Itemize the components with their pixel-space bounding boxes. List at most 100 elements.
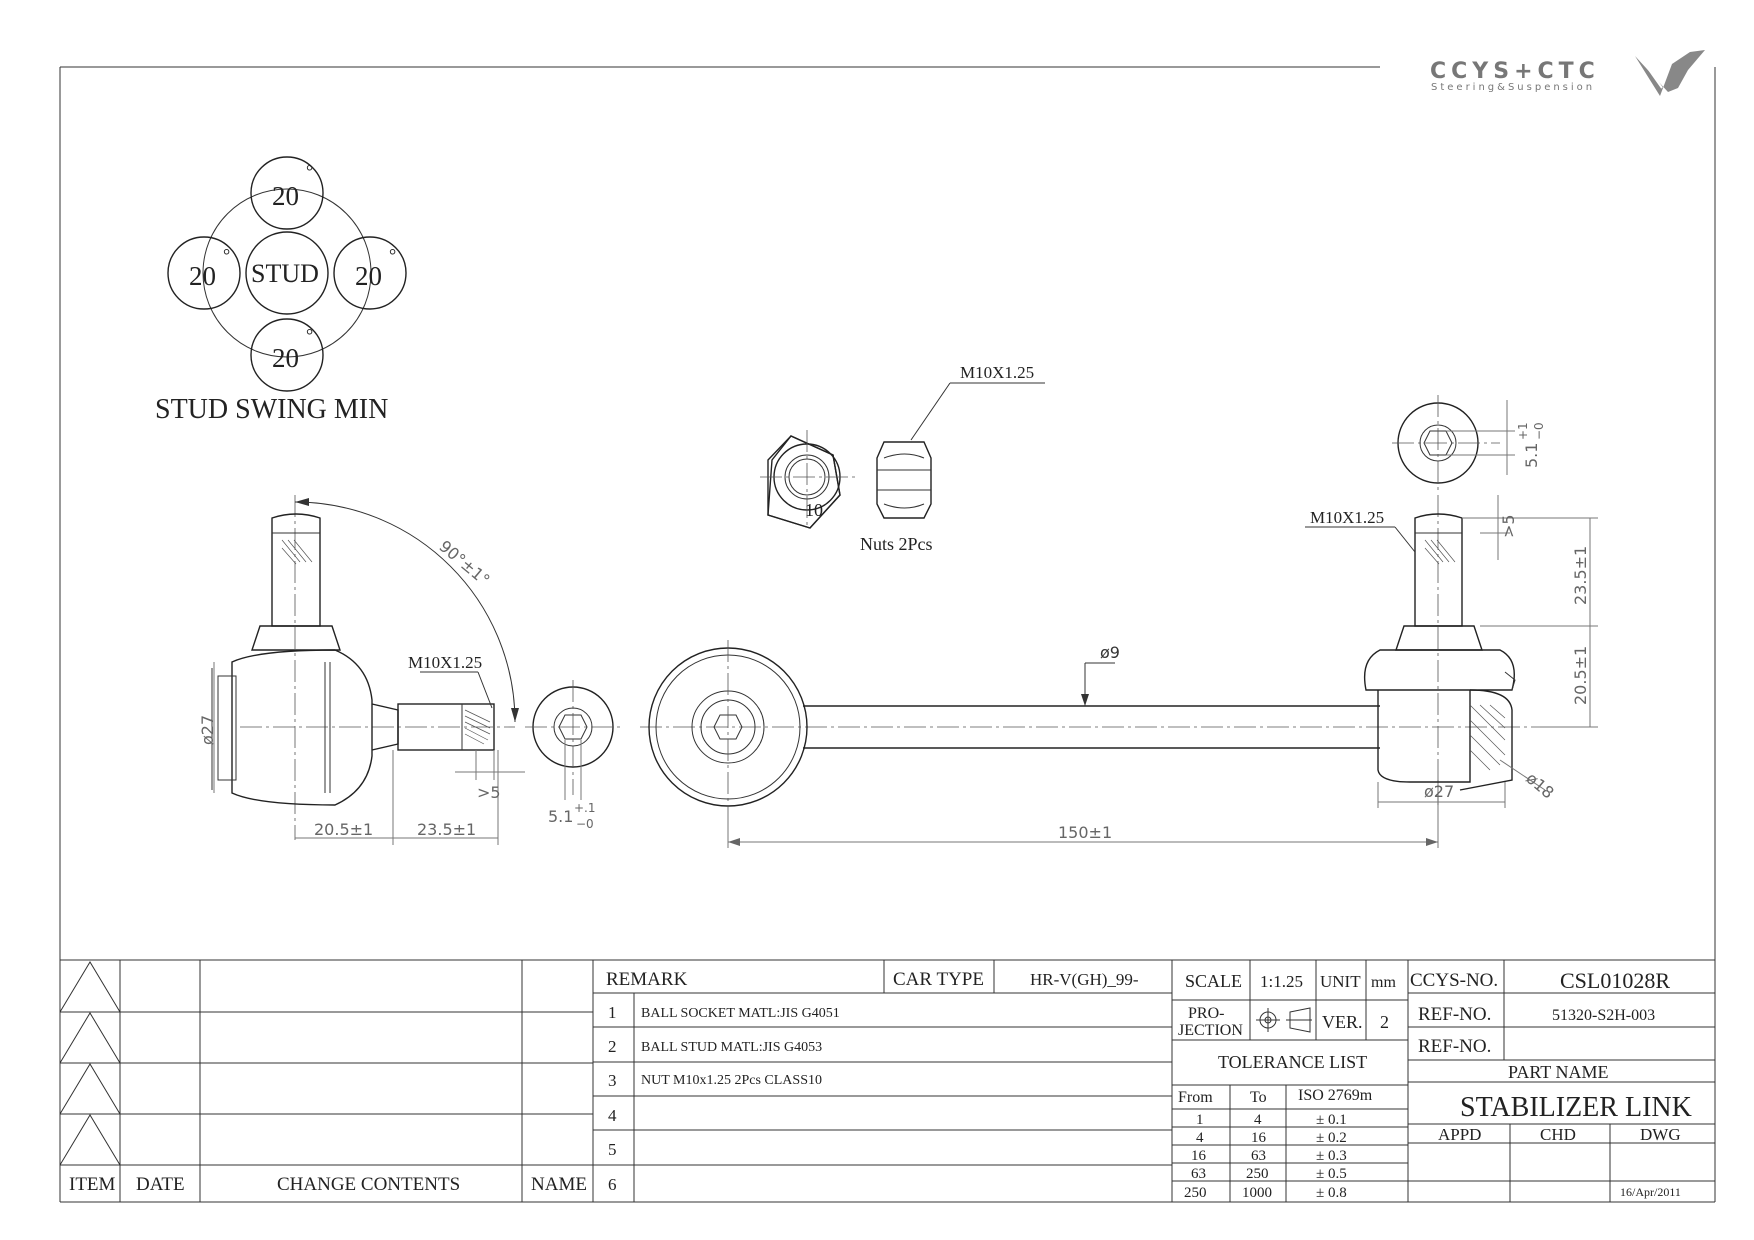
svg-text:2: 2 xyxy=(608,1037,617,1056)
swing-bottom-value: 20 xyxy=(272,343,299,373)
left-ball-joint-view: M10X1.25 90°±1° ø27 20.5±1 23.5±1 >5 xyxy=(198,495,525,845)
remark-2: BALL STUD MATL:JIS G4053 xyxy=(641,1040,822,1055)
svg-text:To: To xyxy=(1250,1089,1267,1106)
svg-text:63: 63 xyxy=(1251,1148,1266,1164)
right-dia18: ø18 xyxy=(1522,769,1557,803)
svg-text:°: ° xyxy=(306,325,313,345)
nut-size-label: 10 xyxy=(805,500,823,520)
svg-text:4: 4 xyxy=(1254,1112,1262,1128)
right-ball-joint-view: M10X1.25 23.5±1 20.5±1 >5 ø27 ø18 xyxy=(1305,495,1598,808)
logo-mark-icon xyxy=(1635,50,1705,96)
link-main-view: ø9 150±1 xyxy=(640,640,1540,848)
link-length-label: 150±1 xyxy=(1058,823,1112,842)
projection-label-1: PRO- xyxy=(1188,1005,1224,1022)
rev-header-change: CHANGE CONTENTS xyxy=(277,1174,460,1195)
left-hex-main: 5.1 xyxy=(548,807,573,826)
left-end-hex-view: 5.1 +.1 −0 xyxy=(525,680,620,831)
nut-thread-label: M10X1.25 xyxy=(960,363,1034,382)
scale-tolerance-block: SCALE 1:1.25 UNIT mm PRO- JECTION VER. 2… xyxy=(1172,960,1409,1202)
right-gt5: >5 xyxy=(1499,514,1518,538)
swing-center-label: STUD xyxy=(251,259,319,288)
rev-header-name: NAME xyxy=(531,1174,587,1195)
left-dia-label: ø27 xyxy=(198,715,217,745)
revision-table: ITEM DATE CHANGE CONTENTS NAME xyxy=(59,960,594,1202)
right-dia27: ø27 xyxy=(1424,782,1454,801)
part-name-value: STABILIZER LINK xyxy=(1460,1092,1692,1123)
svg-text:°: ° xyxy=(306,161,313,181)
rod-dia-label: ø9 xyxy=(1100,643,1120,662)
nuts-caption: Nuts 2Pcs xyxy=(860,534,933,554)
left-dim-b: 23.5±1 xyxy=(417,820,476,839)
nuts-view: 10 M10X1.25 Nuts 2Pcs xyxy=(760,363,1045,554)
svg-text:± 0.1: ± 0.1 xyxy=(1316,1112,1347,1128)
dwg-label: DWG xyxy=(1640,1125,1681,1144)
right-end-hex-view: 5.1 +1 −0 xyxy=(1392,395,1546,492)
svg-text:5: 5 xyxy=(608,1140,617,1159)
left-thread-label: M10X1.25 xyxy=(408,653,482,672)
right-dim-a: 23.5±1 xyxy=(1571,546,1590,605)
company-logo: CCYS+CTC Steering&Suspension xyxy=(1430,50,1705,96)
remark-3: NUT M10x1.25 2Pcs CLASS10 xyxy=(641,1073,822,1088)
swing-top-value: 20 xyxy=(272,181,299,211)
rev-header-item: ITEM xyxy=(69,1174,116,1195)
title-block: ITEM DATE CHANGE CONTENTS NAME REMARK CA… xyxy=(59,959,1715,1202)
part-name-label: PART NAME xyxy=(1508,1062,1608,1082)
scale-label: SCALE xyxy=(1185,971,1242,991)
swing-right-value: 20 xyxy=(355,261,382,291)
svg-text:16: 16 xyxy=(1251,1130,1267,1146)
svg-text:± 0.5: ± 0.5 xyxy=(1316,1166,1347,1182)
svg-text:250: 250 xyxy=(1184,1185,1207,1201)
identification-block: CCYS-NO. CSL01028R REF-NO. 51320-S2H-003… xyxy=(1408,960,1715,1202)
svg-text:1: 1 xyxy=(1196,1112,1204,1128)
ver-value: 2 xyxy=(1380,1012,1389,1032)
chd-label: CHD xyxy=(1540,1125,1576,1144)
car-type-value: HR-V(GH)_99- xyxy=(1030,970,1139,989)
left-dim-a: 20.5±1 xyxy=(314,820,373,839)
svg-text:4: 4 xyxy=(1196,1130,1204,1146)
logo-tagline: Steering&Suspension xyxy=(1431,82,1595,93)
svg-text:+1: +1 xyxy=(1516,422,1530,440)
right-hex-main: 5.1 xyxy=(1522,443,1541,468)
projection-symbol-icon xyxy=(1256,1007,1312,1033)
date-value: 16/Apr/2011 xyxy=(1620,1185,1681,1199)
drawing-frame xyxy=(59,66,1716,1203)
svg-text:1: 1 xyxy=(608,1003,617,1022)
svg-text:4: 4 xyxy=(608,1106,617,1125)
svg-text:°: ° xyxy=(223,245,230,265)
svg-text:63: 63 xyxy=(1191,1166,1206,1182)
rev-header-date: DATE xyxy=(136,1174,185,1195)
svg-text:± 0.8: ± 0.8 xyxy=(1316,1185,1347,1201)
svg-text:± 0.2: ± 0.2 xyxy=(1316,1130,1347,1146)
svg-text:+.1: +.1 xyxy=(574,801,596,815)
svg-text:°: ° xyxy=(389,245,396,265)
remark-table: REMARK CAR TYPE HR-V(GH)_99- 1 BALL SOCK… xyxy=(593,960,1173,1202)
ccys-label: CCYS-NO. xyxy=(1410,970,1498,991)
swing-left-value: 20 xyxy=(189,261,216,291)
left-gt5: >5 xyxy=(477,783,501,802)
ccys-value: CSL01028R xyxy=(1560,968,1670,993)
projection-label-2: JECTION xyxy=(1178,1022,1243,1039)
svg-text:6: 6 xyxy=(608,1175,617,1194)
svg-text:± 0.3: ± 0.3 xyxy=(1316,1148,1347,1164)
car-type-label: CAR TYPE xyxy=(893,969,984,990)
ref-value: 51320-S2H-003 xyxy=(1552,1007,1655,1024)
svg-text:−0: −0 xyxy=(576,817,594,831)
swing-caption: STUD SWING MIN xyxy=(155,394,388,425)
svg-text:3: 3 xyxy=(608,1071,617,1090)
right-thread-label: M10X1.25 xyxy=(1310,508,1384,527)
unit-label: UNIT xyxy=(1320,972,1361,991)
svg-text:From: From xyxy=(1178,1089,1213,1106)
logo-brand: CCYS+CTC xyxy=(1430,59,1600,84)
remark-label: REMARK xyxy=(606,969,688,990)
unit-value: mm xyxy=(1371,974,1396,991)
appd-label: APPD xyxy=(1438,1125,1481,1144)
remark-1: BALL SOCKET MATL:JIS G4051 xyxy=(641,1006,840,1021)
svg-text:ISO 2769m: ISO 2769m xyxy=(1298,1087,1373,1104)
ref-label-2: REF-NO. xyxy=(1418,1036,1491,1057)
right-dim-b: 20.5±1 xyxy=(1571,646,1590,705)
svg-text:1000: 1000 xyxy=(1242,1185,1272,1201)
ver-label: VER. xyxy=(1322,1012,1363,1032)
svg-text:250: 250 xyxy=(1246,1166,1269,1182)
svg-text:16: 16 xyxy=(1191,1148,1207,1164)
